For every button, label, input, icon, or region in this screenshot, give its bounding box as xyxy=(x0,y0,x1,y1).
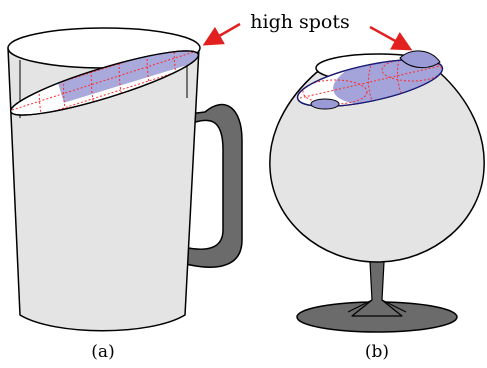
arrow-to-mug xyxy=(202,22,241,46)
mug xyxy=(7,27,243,332)
caption-b: (b) xyxy=(365,342,389,362)
snifter-glass xyxy=(269,50,485,333)
snifter-high-spot-bump xyxy=(399,50,441,68)
mug-body xyxy=(7,47,200,332)
caption-a: (a) xyxy=(91,342,114,362)
high-spots-label: high spots xyxy=(250,11,350,33)
arrow-to-glass xyxy=(369,25,413,51)
snifter-bowl xyxy=(269,71,485,263)
snifter-low-spot xyxy=(310,98,340,110)
